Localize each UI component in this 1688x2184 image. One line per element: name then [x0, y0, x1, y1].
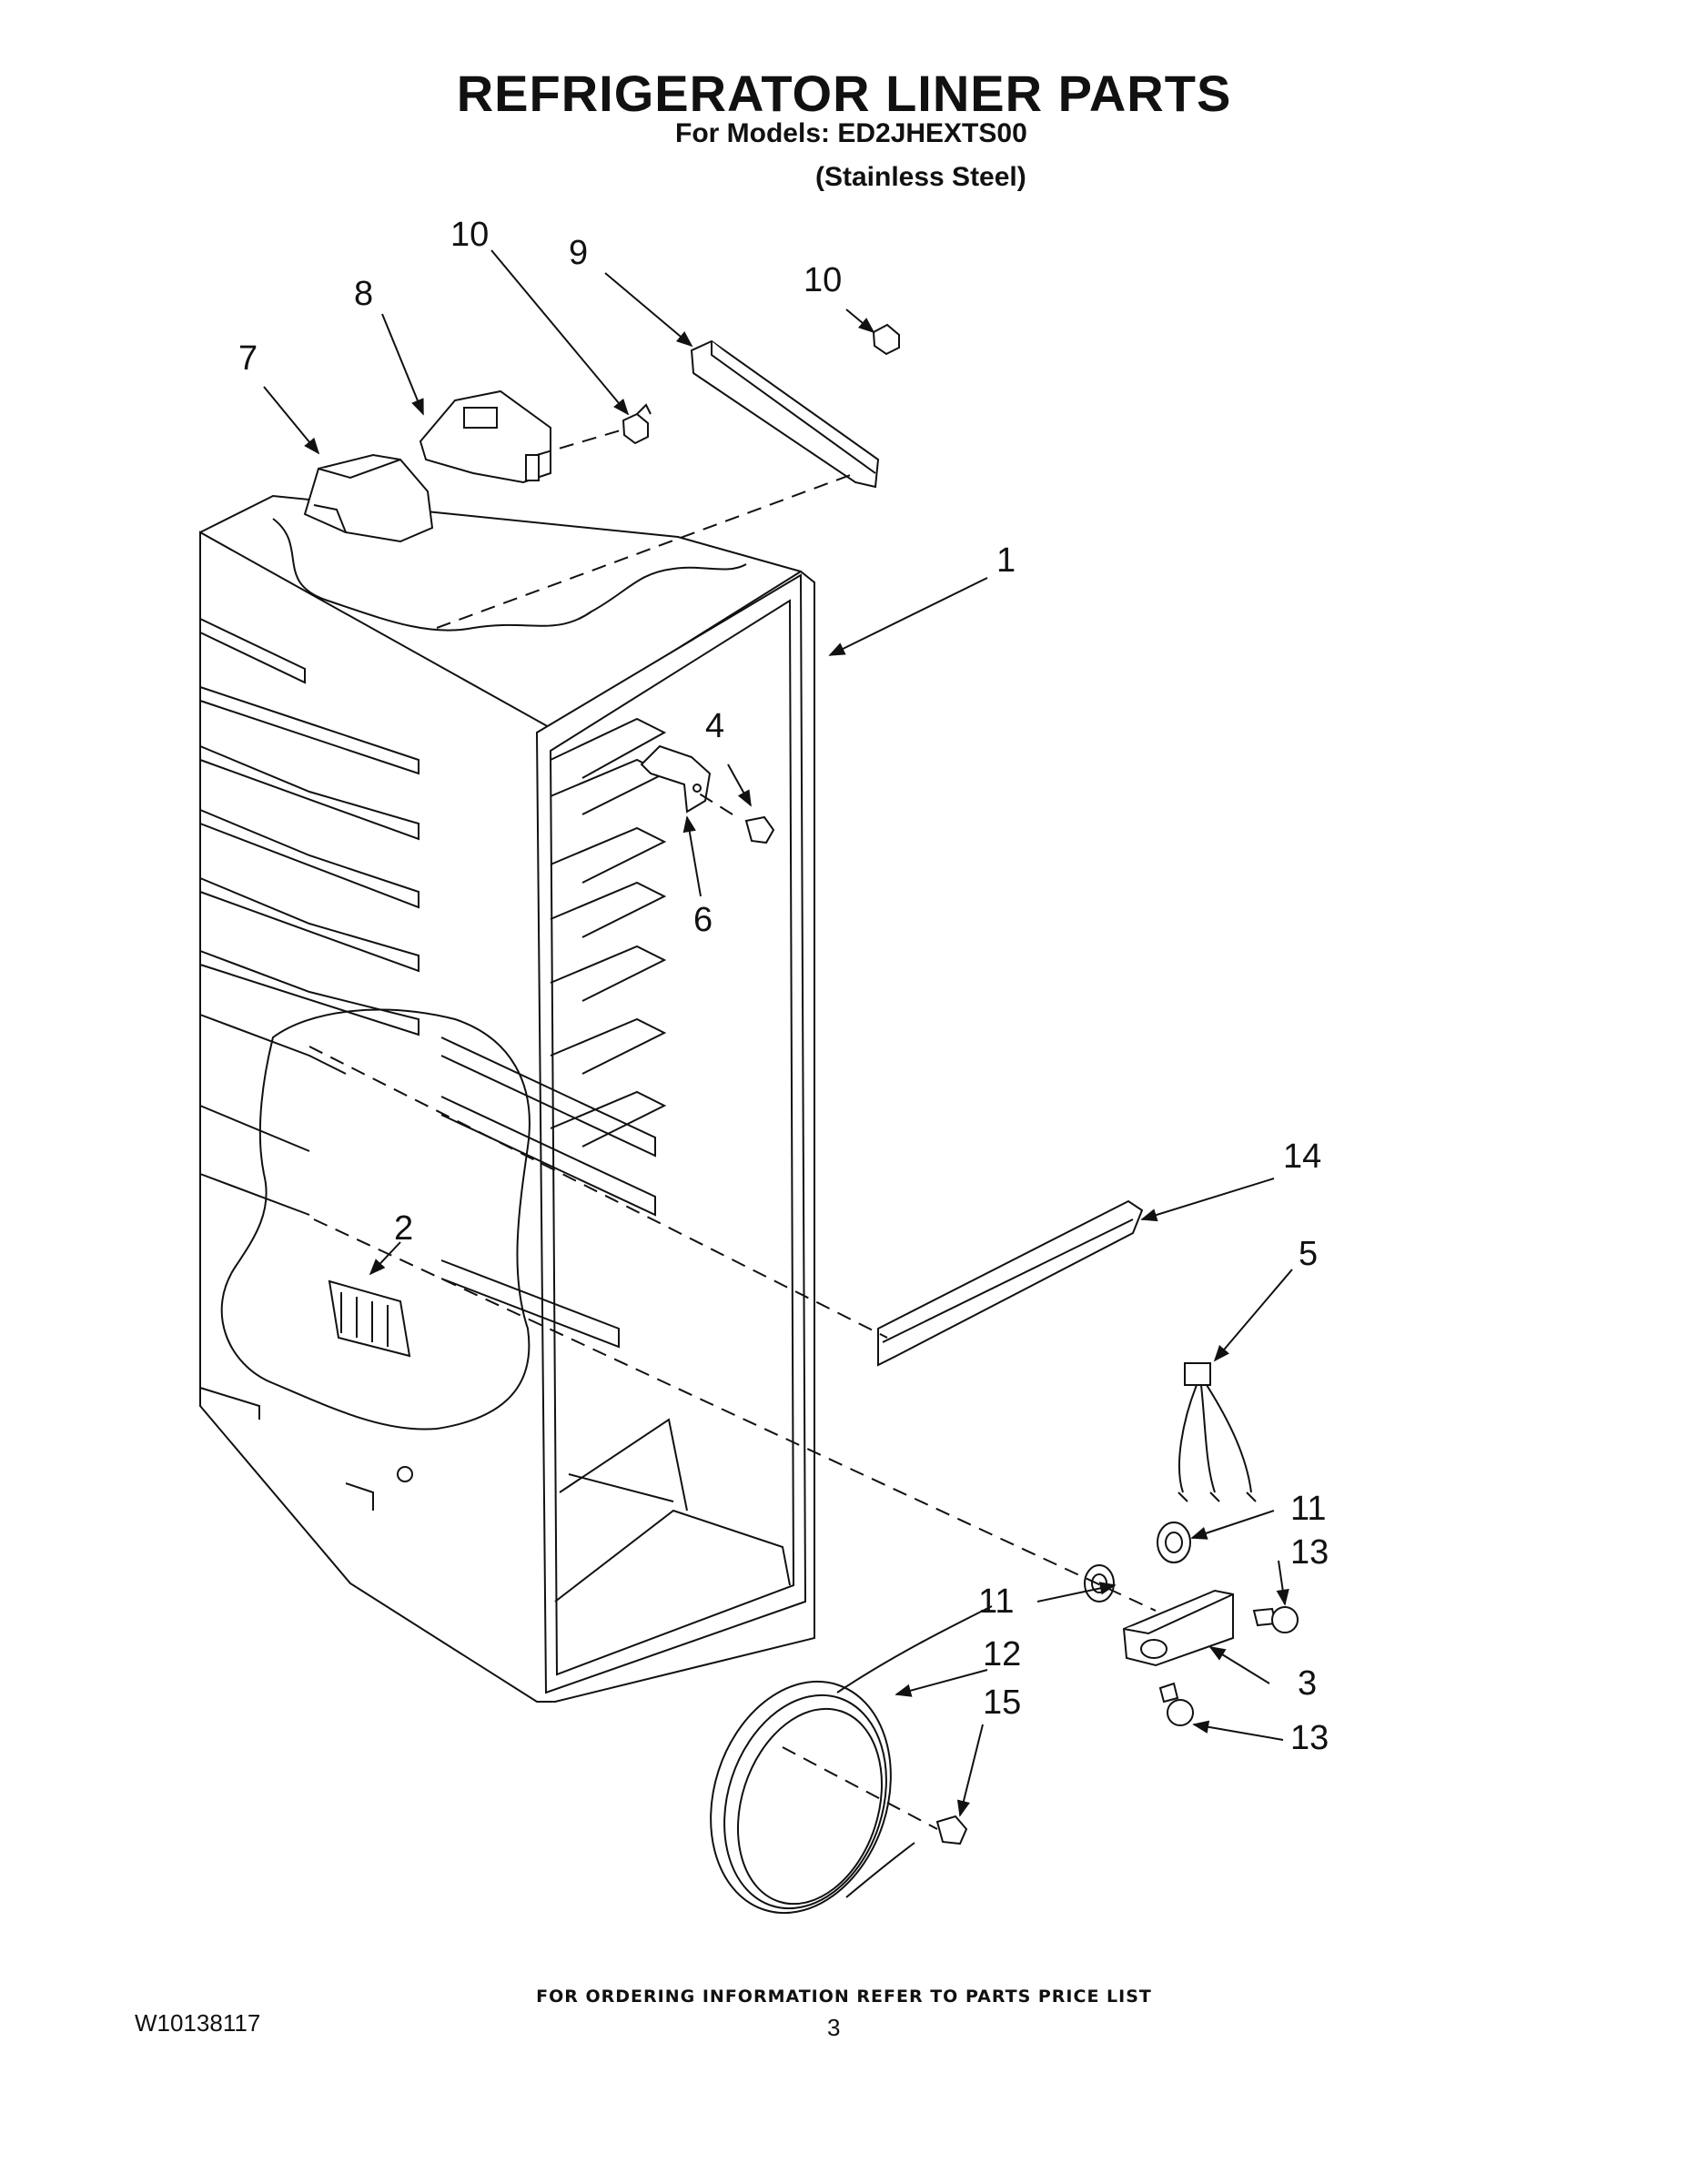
part-10-screw-left: [622, 403, 652, 445]
part-9-top-rail: [690, 339, 880, 489]
callout-14: 14: [1283, 1138, 1321, 1176]
alignment-lines: [308, 429, 1157, 1830]
callout-3: 3: [1298, 1664, 1317, 1703]
callout-7: 7: [238, 339, 258, 378]
part-4-screw: [744, 815, 775, 844]
callout-11-lower: 11: [978, 1582, 1014, 1621]
part-14-rail: [877, 1199, 1144, 1367]
callout-4: 4: [705, 707, 724, 745]
callout-labels: 1 2 3 4 5 6 7 8 9 10 10 11 11 12 13 13 1…: [238, 216, 1329, 1757]
callout-13-lower: 13: [1290, 1719, 1329, 1757]
part-8-bracket: [419, 389, 551, 484]
callout-9: 9: [569, 234, 588, 272]
part-13-fastener-lower: [1158, 1682, 1194, 1726]
part-15-screw: [935, 1815, 968, 1845]
callout-2: 2: [394, 1209, 413, 1248]
part-5-wire-harness: [1178, 1362, 1257, 1502]
part-2-light-socket: [328, 1279, 411, 1358]
callout-5: 5: [1299, 1235, 1318, 1273]
document-number: W10138117: [135, 2009, 261, 2037]
page-title: REFRIGERATOR LINER PARTS: [456, 65, 1232, 122]
callout-12: 12: [983, 1635, 1021, 1673]
part-11-grommet-upper: [1157, 1522, 1191, 1563]
callout-10-left: 10: [450, 216, 489, 254]
model-variant: (Stainless Steel): [815, 162, 1026, 192]
part-10-screw-right: [872, 323, 900, 356]
leader-arrows: [263, 249, 1293, 1817]
part-7-control-housing: [303, 453, 434, 543]
page-number: 3: [827, 2014, 841, 2041]
part-6-clip: [640, 744, 712, 814]
part-12-tubing-coil: [710, 1605, 993, 1915]
callout-6: 6: [693, 901, 713, 939]
callout-10-right: 10: [804, 261, 842, 299]
model-line: For Models: ED2JHEXTS00: [675, 118, 1027, 148]
part-11-grommet-lower: [1084, 1564, 1115, 1603]
callout-13-upper: 13: [1290, 1533, 1329, 1572]
part-3-housing: [1122, 1589, 1234, 1667]
callout-15: 15: [983, 1684, 1021, 1722]
callout-11-upper: 11: [1290, 1490, 1326, 1528]
part-13-fastener-upper: [1252, 1606, 1299, 1633]
liner-body: [199, 494, 815, 1703]
ordering-note: FOR ORDERING INFORMATION REFER TO PARTS …: [536, 1987, 1152, 2007]
callout-8: 8: [354, 275, 373, 313]
callout-1: 1: [996, 541, 1016, 580]
